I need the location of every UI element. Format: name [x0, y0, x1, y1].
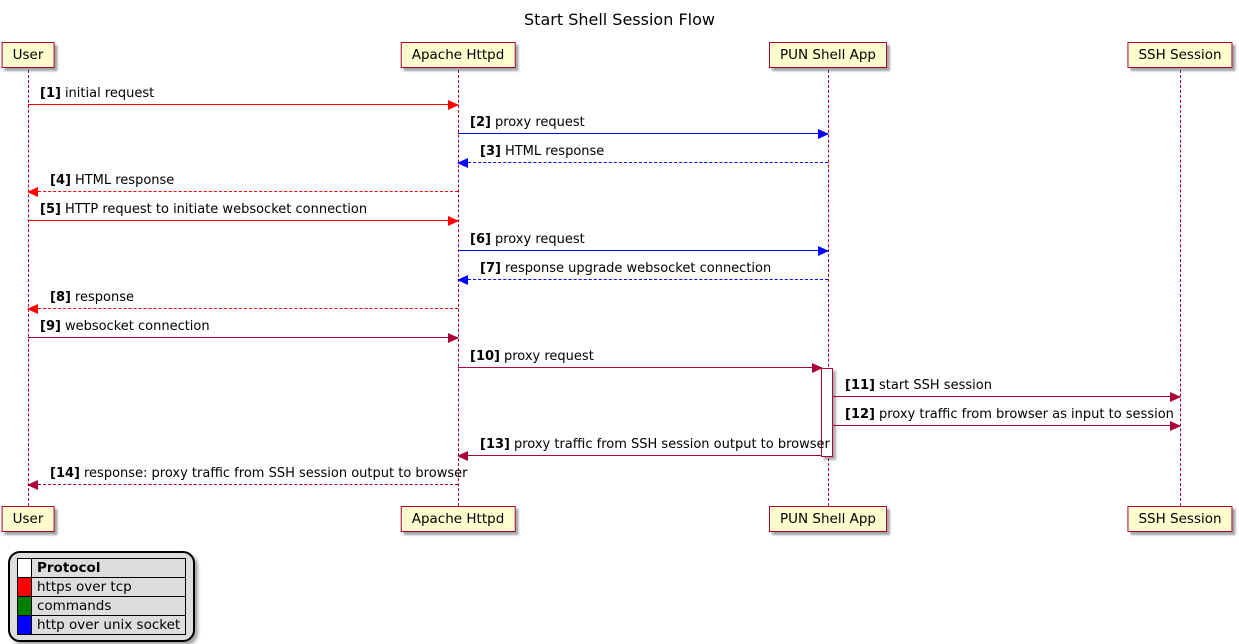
arrowhead-icon [448, 100, 459, 110]
diagram-title: Start Shell Session Flow [524, 10, 715, 29]
participant-top-apache-httpd: Apache Httpd [400, 42, 516, 68]
message-label: [6]proxy request [470, 232, 585, 247]
message-line [458, 279, 828, 280]
message-13-proxy-traffic-output: [13]proxy traffic from SSH session outpu… [457, 436, 830, 461]
message-5-http-request-websocket: [5]HTTP request to initiate websocket co… [28, 201, 459, 226]
arrowhead-icon [457, 158, 468, 168]
lifeline-pun-shell-app [828, 70, 829, 506]
message-line [28, 484, 458, 485]
message-line [458, 162, 828, 163]
participant-top-user: User [1, 42, 55, 68]
message-label: [13]proxy traffic from SSH session outpu… [480, 437, 830, 452]
legend-row: commands [17, 596, 187, 616]
message-label: [9]websocket connection [40, 319, 210, 334]
arrowhead-icon [27, 187, 38, 197]
message-11-start-ssh-session: [11]start SSH session [833, 377, 1181, 402]
message-10-proxy-request: [10]proxy request [458, 348, 823, 373]
lifeline-apache-httpd [458, 70, 459, 506]
legend-swatch-http-over-unix-socket [17, 615, 32, 635]
message-line [28, 220, 458, 221]
legend-header-row: Protocol [17, 558, 187, 578]
message-4-html-response: [4]HTML response [27, 172, 458, 197]
message-label: [2]proxy request [470, 115, 585, 130]
activation-bar-pun-shell-app [821, 368, 833, 457]
legend-header-label: Protocol [30, 558, 187, 578]
message-line [458, 455, 822, 456]
participant-bottom-ssh-session: SSH Session [1127, 506, 1233, 532]
participant-top-ssh-session: SSH Session [1127, 42, 1233, 68]
arrowhead-icon [812, 363, 823, 373]
arrowhead-icon [448, 216, 459, 226]
participant-bottom-pun-shell-app: PUN Shell App [768, 506, 888, 532]
arrowhead-icon [818, 129, 829, 139]
participant-bottom-user: User [1, 506, 55, 532]
legend-label: https over tcp [30, 577, 187, 597]
legend-swatch-https-over-tcp [17, 577, 32, 597]
arrowhead-icon [27, 480, 38, 490]
message-label: [12]proxy traffic from browser as input … [845, 407, 1174, 422]
arrowhead-icon [457, 275, 468, 285]
message-line [833, 425, 1180, 426]
message-label: [1]initial request [40, 86, 155, 101]
message-label: [11]start SSH session [845, 378, 992, 393]
message-1-initial-request: [1]initial request [28, 85, 459, 110]
message-line [28, 191, 458, 192]
legend-header-swatch [17, 558, 32, 578]
message-6-proxy-request: [6]proxy request [458, 231, 829, 256]
message-line [458, 367, 822, 368]
message-line [833, 396, 1180, 397]
participant-top-pun-shell-app: PUN Shell App [768, 42, 888, 68]
legend-label: commands [30, 596, 187, 616]
message-2-proxy-request: [2]proxy request [458, 114, 829, 139]
arrowhead-icon [1170, 421, 1181, 431]
message-label: [14]response: proxy traffic from SSH ses… [50, 466, 468, 481]
participant-bottom-apache-httpd: Apache Httpd [400, 506, 516, 532]
message-line [28, 337, 458, 338]
legend: Protocol https over tcp commands http ov… [8, 551, 196, 642]
arrowhead-icon [818, 246, 829, 256]
arrowhead-icon [448, 333, 459, 343]
message-12-proxy-traffic-input: [12]proxy traffic from browser as input … [833, 406, 1181, 431]
message-line [28, 104, 458, 105]
lifeline-ssh-session [1180, 70, 1181, 506]
legend-label: http over unix socket [30, 615, 187, 635]
message-label: [10]proxy request [470, 349, 594, 364]
message-label: [4]HTML response [50, 173, 175, 188]
message-label: [3]HTML response [480, 144, 605, 159]
arrowhead-icon [27, 304, 38, 314]
message-14-response-proxy-traffic: [14]response: proxy traffic from SSH ses… [27, 465, 467, 490]
message-line [28, 308, 458, 309]
message-8-response: [8]response [27, 289, 458, 314]
message-3-html-response: [3]HTML response [457, 143, 828, 168]
message-line [458, 250, 828, 251]
message-9-websocket-connection: [9]websocket connection [28, 318, 459, 343]
lifeline-user [28, 70, 29, 506]
legend-table: Protocol https over tcp commands http ov… [17, 558, 187, 635]
message-label: [7]response upgrade websocket connection [480, 261, 772, 276]
message-7-response-upgrade-websocket: [7]response upgrade websocket connection [457, 260, 828, 285]
legend-row: https over tcp [17, 577, 187, 597]
arrowhead-icon [457, 451, 468, 461]
legend-swatch-commands [17, 596, 32, 616]
legend-row: http over unix socket [17, 615, 187, 635]
message-label: [5]HTTP request to initiate websocket co… [40, 202, 368, 217]
message-line [458, 133, 828, 134]
arrowhead-icon [1170, 392, 1181, 402]
message-label: [8]response [50, 290, 134, 305]
